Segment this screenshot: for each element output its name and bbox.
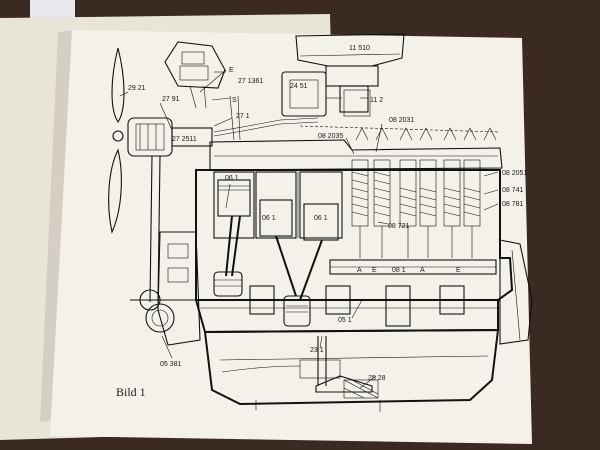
label-11-2: 11 2: [370, 97, 383, 104]
label-06-1-b: 06 1: [262, 215, 276, 222]
label-A-1: A: [357, 267, 362, 274]
oil-sump: [203, 328, 500, 406]
flywheel-housing: [499, 239, 533, 345]
part-labels: 11 510 29 21 27 1361 E S 24 51 11 2 27 9…: [116, 45, 527, 399]
label-08-2051: 08 2051: [502, 170, 527, 177]
label-25-28: 25 28: [368, 375, 386, 382]
connecting-rods: [225, 215, 323, 301]
label-27-91: 27 91: [162, 96, 180, 103]
label-05-1: 05 1: [338, 317, 352, 324]
figure-caption: Bild 1: [116, 385, 146, 399]
valve-tops: [355, 127, 497, 141]
timing-cover: [157, 231, 201, 346]
paper-corner: [30, 0, 75, 18]
label-27-1361: 27 1361: [238, 78, 263, 85]
label-29-21: 29 21: [128, 85, 146, 92]
oil-pickup: [315, 375, 373, 393]
label-S: S: [232, 97, 237, 104]
label-23-1: 23 1: [310, 347, 324, 354]
carburettor: [281, 71, 327, 117]
label-11-510: 11 510: [349, 45, 370, 52]
label-05-381: 05 381: [160, 361, 182, 368]
label-06-1-a: 06 1: [225, 175, 239, 182]
diagram-page: [50, 30, 532, 444]
label-08-721: 08 721: [388, 223, 410, 230]
label-27-2511: 27 2511: [172, 136, 197, 143]
engine-block: [195, 169, 514, 334]
label-08-1: 08 1: [392, 267, 406, 274]
engine-drawing: [108, 33, 533, 412]
cylinders: [213, 171, 343, 239]
label-08-781: 08 781: [502, 201, 524, 208]
fan-blade: [111, 47, 125, 123]
crankshaft: [196, 285, 500, 327]
label-08-2031: 08 2031: [389, 117, 414, 124]
label-08-2035: 08 2035: [318, 133, 343, 140]
label-24-51: 24 51: [290, 83, 308, 90]
label-27-1: 27 1: [236, 113, 250, 120]
label-08-741: 08 741: [502, 187, 524, 194]
push-rods: [359, 226, 473, 258]
label-E-top: E: [229, 67, 234, 74]
label-E-1: E: [372, 267, 377, 274]
booklet-shadow: [40, 30, 74, 422]
label-06-1-c: 06 1: [314, 215, 328, 222]
oil-filler-cap: [164, 41, 226, 89]
label-E-2: E: [456, 267, 461, 274]
leader-lines: [119, 71, 499, 389]
label-A-2: A: [420, 267, 425, 274]
